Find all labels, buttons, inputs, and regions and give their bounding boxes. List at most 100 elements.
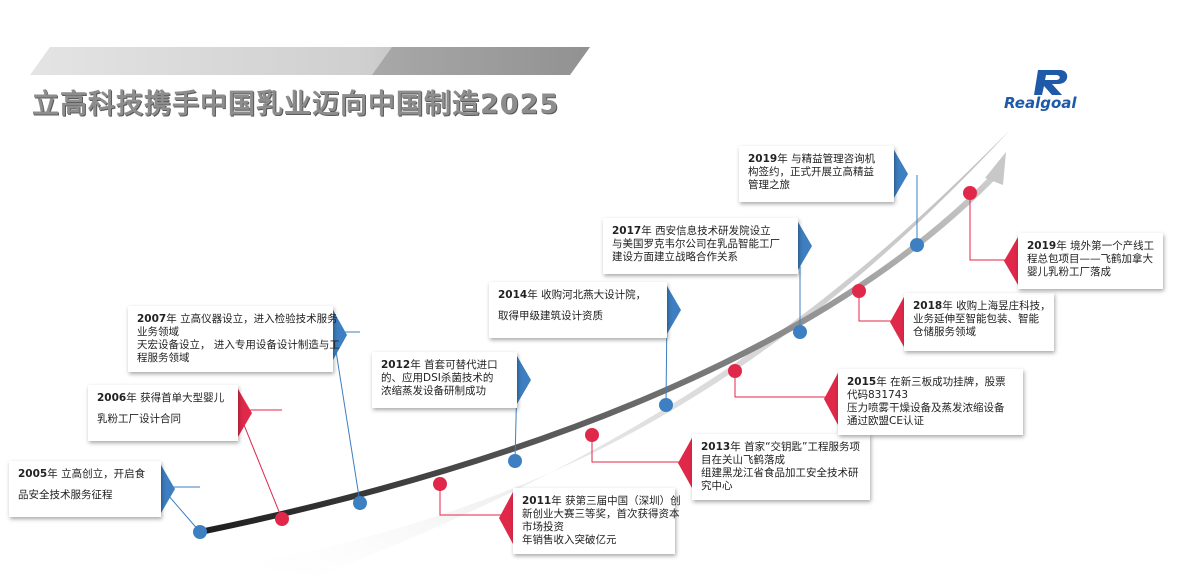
- milestone-year: 2019: [1027, 240, 1057, 252]
- milestone-text: 年 收购河北燕大设计院，: [527, 289, 647, 301]
- milestone-text: 年 获第三届中国（深圳）创: [551, 495, 681, 507]
- card-tab-2006: [238, 389, 252, 437]
- milestone-marker-2017: [793, 325, 807, 339]
- milestone-text: 乳粉工厂设计合同: [97, 413, 181, 425]
- milestone-text: 代码831743: [847, 389, 909, 401]
- milestone-text: 年销售收入突破亿元: [522, 534, 617, 546]
- milestone-marker-2007: [353, 496, 367, 510]
- milestone-text: 市场投资: [522, 521, 564, 533]
- milestone-year: 2019: [748, 153, 778, 165]
- company-logo: Realgoal: [1004, 68, 1084, 114]
- card-tab-2005: [161, 465, 175, 513]
- milestone-marker-2011: [433, 477, 447, 491]
- milestone-text: 压力喷雾干燥设备及蒸发浓缩设备: [847, 402, 1005, 414]
- curve-arrow: [985, 152, 1006, 185]
- card-tab-2013: [678, 438, 692, 488]
- card-tab-2018: [890, 297, 904, 347]
- milestone-text: 通过欧盟CE认证: [847, 415, 924, 427]
- milestone-text: 构签约，正式开展立高精益: [748, 166, 874, 178]
- milestone-text: 业务延伸至智能包装、智能: [913, 313, 1039, 325]
- milestone-text: 管理之旅: [748, 179, 790, 191]
- leader-line-2013: [591, 435, 692, 463]
- milestone-marker-2015: [728, 364, 742, 378]
- card-tab-2015: [824, 373, 838, 425]
- milestone-text: 的、应用DSI杀菌技术的: [381, 372, 494, 384]
- milestone-text: 年 立高仪器设立，进入检验技术服务: [166, 313, 338, 325]
- milestone-text: 目在关山飞鹤落成: [701, 454, 785, 466]
- milestone-marker-2019b: [963, 186, 977, 200]
- milestone-card-2013: 2013年 首家“交钥匙”工程服务项目在关山飞鹤落成组建黑龙江省食品加工安全技术…: [692, 434, 870, 500]
- card-tab-2007: [333, 310, 347, 360]
- milestone-marker-2019a: [910, 238, 924, 252]
- milestone-card-2017: 2017年 西安信息技术研发院设立与美国罗克韦尔公司在乳品智能工厂建设方面建立战…: [603, 218, 798, 274]
- milestone-marker-2018: [852, 284, 866, 298]
- milestone-text: 年 西安信息技术研发院设立: [641, 225, 771, 237]
- milestone-text: 程服务领域: [137, 352, 190, 364]
- milestone-year: 2012: [381, 359, 411, 371]
- card-tab-2019b: [1004, 237, 1018, 285]
- milestone-text: 新创业大赛三等奖，首次获得资本: [522, 508, 680, 520]
- milestone-marker-2006: [275, 512, 289, 526]
- leader-line-2011: [439, 484, 513, 516]
- card-tab-2014: [667, 286, 681, 334]
- leader-line-2015: [734, 371, 838, 398]
- milestone-text: 年 在新三板成功挂牌，股票: [876, 376, 1006, 388]
- milestone-text: 年 与精益管理咨询机: [777, 153, 876, 165]
- milestone-text: 与美国罗克韦尔公司在乳品智能工厂: [612, 238, 780, 250]
- milestone-text: 究中心: [701, 480, 733, 492]
- milestone-text: 年 首套可替代进口: [410, 359, 498, 371]
- milestone-card-2011: 2011年 获第三届中国（深圳）创新创业大赛三等奖，首次获得资本市场投资年销售收…: [513, 488, 681, 554]
- milestone-card-2007: 2007年 立高仪器设立，进入检验技术服务业务领域天宏设备设立， 进入专用设备设…: [128, 306, 340, 372]
- milestone-card-2006: 2006年 获得首单大型婴儿乳粉工厂设计合同: [88, 385, 238, 441]
- milestone-text: 年 立高创立，开启食: [47, 468, 146, 480]
- milestone-year: 2005: [18, 468, 48, 480]
- realgoal-logo-icon: [1034, 70, 1068, 95]
- milestone-year: 2006: [97, 392, 127, 404]
- card-tab-2019a: [894, 150, 908, 198]
- milestone-year: 2014: [498, 289, 528, 301]
- leader-line-2019b: [969, 193, 1018, 261]
- milestone-text: 品安全技术服务征程: [18, 489, 113, 501]
- milestone-text: 年 收购上海昱庄科技，: [942, 300, 1051, 312]
- milestone-card-2012: 2012年 首套可替代进口的、应用DSI杀菌技术的浓缩蒸发设备研制成功: [372, 352, 517, 408]
- milestone-year: 2011: [522, 495, 552, 507]
- milestone-year: 2015: [847, 376, 877, 388]
- milestone-text: 婴儿乳粉工厂落成: [1027, 266, 1111, 278]
- milestone-text: 业务领域: [137, 326, 179, 338]
- leader-line-2006: [237, 409, 283, 520]
- card-tab-2012: [517, 356, 531, 404]
- leader-line-2018: [858, 291, 904, 322]
- title-banner-dark: [372, 47, 590, 75]
- milestone-text: 年 首家“交钥匙”工程服务项: [730, 441, 860, 453]
- milestone-card-2005: 2005年 立高创立，开启食品安全技术服务征程: [9, 461, 161, 517]
- card-tab-2017: [798, 222, 812, 270]
- milestone-card-2014: 2014年 收购河北燕大设计院， 取得甲级建筑设计资质: [489, 282, 667, 338]
- milestone-card-2019a: 2019年 与精益管理咨询机构签约，正式开展立高精益管理之旅: [739, 146, 894, 202]
- milestone-text: 年 境外第一个产线工: [1056, 240, 1155, 252]
- milestone-text: 浓缩蒸发设备研制成功: [381, 385, 486, 397]
- milestone-text: 天宏设备设立， 进入专用设备设计制造与工: [137, 339, 340, 351]
- page-title: 立高科技携手中国乳业迈向中国制造2025: [32, 89, 560, 120]
- milestone-year: 2018: [913, 300, 943, 312]
- logo-wordmark: Realgoal: [1004, 94, 1077, 112]
- milestone-text: 组建黑龙江省食品加工安全技术研: [701, 467, 859, 479]
- milestone-marker-2005: [193, 525, 207, 539]
- milestone-text: 程总包项目——飞鹤加拿大: [1027, 253, 1153, 265]
- milestone-card-2019b: 2019年 境外第一个产线工程总包项目——飞鹤加拿大婴儿乳粉工厂落成: [1018, 233, 1163, 289]
- leader-line-2007: [332, 331, 361, 504]
- milestone-text: 建设方面建立战略合作关系: [612, 251, 738, 263]
- milestone-marker-2014: [659, 398, 673, 412]
- milestone-card-2018: 2018年 收购上海昱庄科技，业务延伸至智能包装、智能仓储服务领域: [904, 293, 1054, 351]
- milestone-year: 2017: [612, 225, 642, 237]
- milestone-marker-2012: [508, 454, 522, 468]
- card-tab-2011: [499, 492, 513, 544]
- milestone-marker-2013: [585, 428, 599, 442]
- milestone-text: 仓储服务领域: [913, 326, 976, 338]
- milestone-text: 取得甲级建筑设计资质: [498, 310, 603, 322]
- milestone-year: 2013: [701, 441, 731, 453]
- milestone-text: 年 获得首单大型婴儿: [126, 392, 225, 404]
- milestone-year: 2007: [137, 313, 167, 325]
